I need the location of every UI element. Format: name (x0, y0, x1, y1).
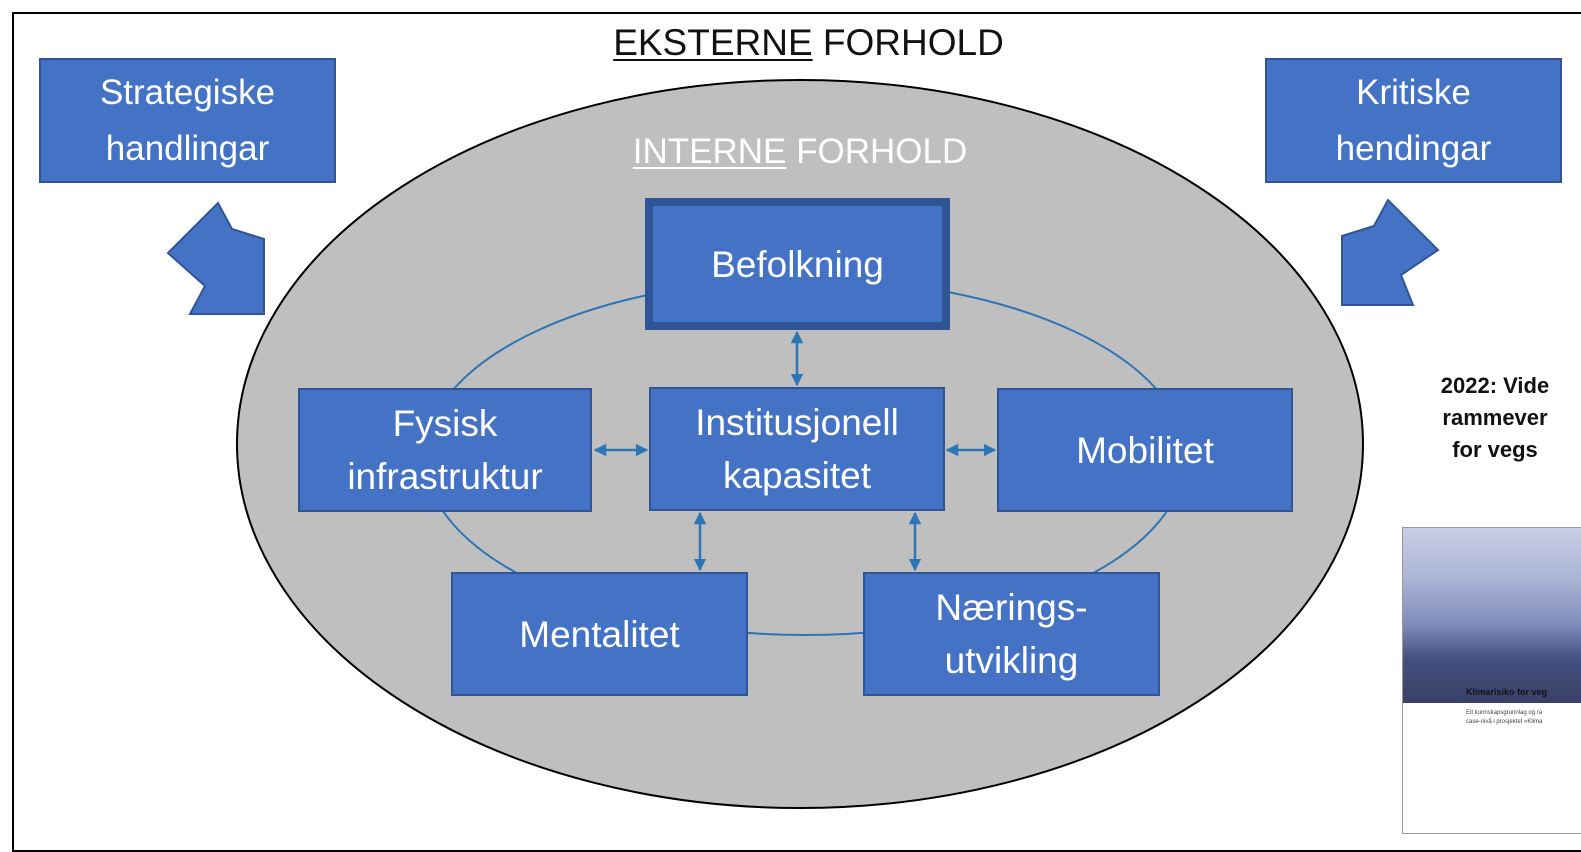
report-cover-photo (1403, 528, 1581, 703)
critical-arrow (1341, 198, 1440, 306)
report-title: Klimarisiko for veg (1466, 687, 1548, 697)
node-mobilitet-label: Mobilitet (1076, 429, 1214, 471)
node-befolkning-label: Befolkning (711, 243, 884, 285)
strategic-actions-box: Strategiske handlingar (39, 58, 336, 183)
side-caption: 2022: Vide rammever for vegs (1380, 370, 1581, 466)
node-mentalitet: Mentalitet (451, 572, 748, 696)
node-fysisk-label: Fysisk infrastruktur (347, 403, 543, 497)
internal-conditions-title: INTERNE FORHOLD (0, 132, 1581, 172)
report-subtitle-line-2: case-nivå i prosjektet «Klima (1466, 719, 1543, 725)
node-befolkning: Befolkning (645, 198, 950, 330)
side-caption-line-1: 2022: Vide (1440, 373, 1550, 398)
node-naerings-label: Nærings-utvikling (935, 587, 1088, 681)
node-mentalitet-label: Mentalitet (519, 613, 680, 655)
critical-events-box: Kritiske hendingar (1265, 58, 1562, 183)
node-naeringsutvikling: Nærings-utvikling (863, 572, 1160, 696)
critical-events-label: Kritiske hendingar (1335, 72, 1492, 168)
node-institusjonell-label: Institusjonell kapasitet (695, 402, 899, 496)
side-caption-line-3: for vegs (1452, 437, 1538, 462)
external-title-rest: FORHOLD (812, 22, 1004, 63)
report-thumbnail: Klimarisiko for veg Eit kunnskapsgrunnla… (1402, 527, 1581, 834)
internal-title-underlined: INTERNE (632, 132, 787, 171)
external-title-underlined: EKSTERNE (613, 22, 813, 63)
report-subtitle-line-1: Eit kunnskapsgrunnlag og ra (1466, 710, 1543, 716)
node-mobilitet: Mobilitet (997, 388, 1293, 512)
internal-title-rest: FORHOLD (786, 132, 968, 171)
node-fysisk-infrastruktur: Fysisk infrastruktur (298, 388, 592, 512)
external-conditions-title: EKSTERNE FORHOLD (0, 22, 1581, 64)
node-institusjonell-kapasitet: Institusjonell kapasitet (649, 387, 945, 511)
strategic-actions-label: Strategiske handlingar (99, 72, 276, 168)
side-caption-line-2: rammever (1442, 405, 1548, 430)
strategic-arrow (166, 201, 265, 315)
